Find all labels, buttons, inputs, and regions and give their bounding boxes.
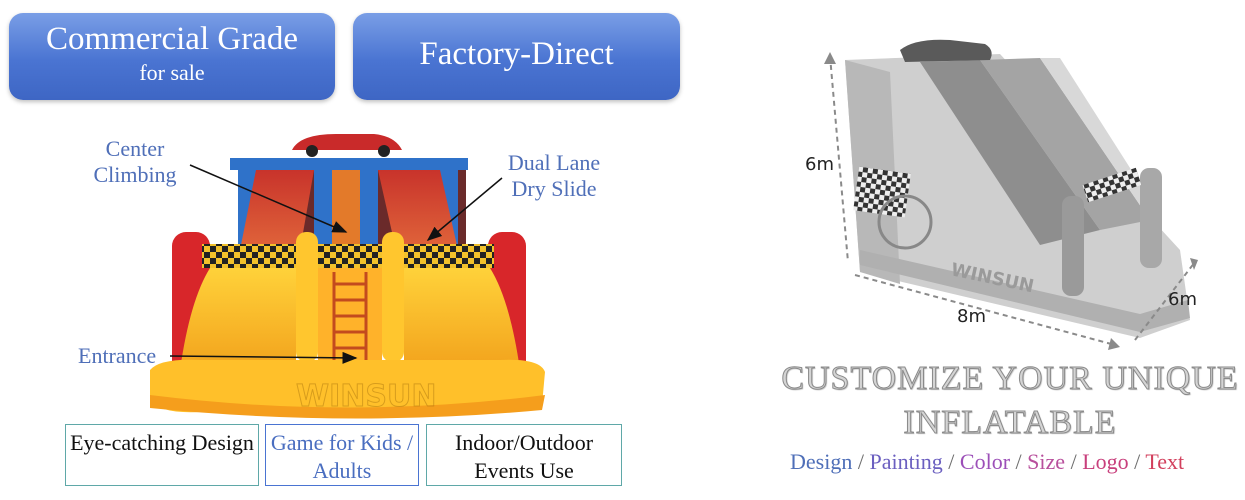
option-separator: / xyxy=(1134,449,1141,474)
feature-eye-catching: Eye-catching Design xyxy=(65,424,259,486)
commercial-grade-subtitle: for sale xyxy=(139,60,205,85)
option-text: Text xyxy=(1145,449,1185,474)
car-topper-gray-icon xyxy=(900,39,992,62)
option-logo: Logo xyxy=(1082,449,1129,474)
option-painting: Painting xyxy=(869,449,943,474)
center-climbing-label: Center Climbing xyxy=(93,136,177,188)
length-dimension-label: 8m xyxy=(957,306,986,327)
car-topper-icon xyxy=(292,134,402,150)
dual-lane-slide-label: Dual Lane Dry Slide xyxy=(507,150,601,202)
factory-direct-badge: Factory-Direct xyxy=(353,13,680,100)
factory-direct-title: Factory-Direct xyxy=(419,36,614,72)
commercial-grade-title: Commercial Grade xyxy=(46,21,298,57)
customize-headline-line2: INFLATABLE xyxy=(903,404,1117,442)
feature-indoor-outdoor: Indoor/Outdoor Events Use xyxy=(426,424,622,486)
option-separator: / xyxy=(948,449,955,474)
feature-game-for-kids-adults: Game for Kids / Adults xyxy=(265,424,419,486)
option-separator: / xyxy=(857,449,864,474)
option-separator: / xyxy=(1070,449,1077,474)
customize-headline-line1: CUSTOMIZE YOUR UNIQUE xyxy=(781,360,1239,398)
entrance-label: Entrance xyxy=(78,343,157,368)
option-design: Design xyxy=(790,449,853,474)
option-color: Color xyxy=(959,449,1011,474)
height-dimension-label: 6m xyxy=(805,154,834,175)
width-dimension-label: 6m xyxy=(1168,289,1197,310)
inflatable-slide-3d-image: WINSUN xyxy=(824,39,1198,350)
option-separator: / xyxy=(1015,449,1022,474)
commercial-grade-badge: Commercial Grade for sale xyxy=(9,13,335,100)
option-size: Size xyxy=(1027,449,1066,474)
winsun-watermark: WINSUN xyxy=(296,379,436,414)
customization-options: Design / Painting / Color / Size / Logo … xyxy=(790,449,1184,475)
